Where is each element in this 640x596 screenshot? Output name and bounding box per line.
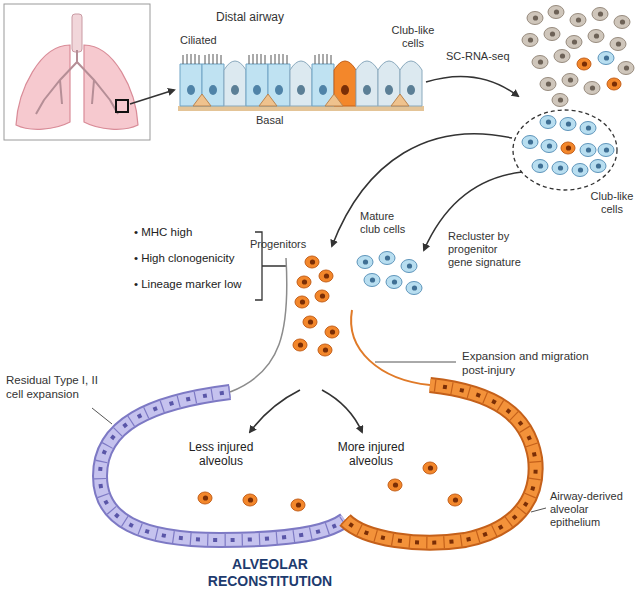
leader-line: [92, 408, 112, 424]
process-note: Recluster by progenitor gene signature: [448, 230, 524, 270]
more-injured-arrow: [322, 390, 362, 432]
zoom-arrow: [130, 90, 174, 104]
right-lung: [84, 45, 138, 129]
cluster-label: Club-like cells: [588, 190, 636, 216]
residual-wall: [100, 392, 345, 540]
progenitor-arrow: [332, 134, 512, 246]
region-label: More injured alveolus: [333, 440, 409, 469]
left-lung: [16, 45, 70, 129]
leader-line: [375, 362, 456, 363]
feature-bullet: • High clonogenicity: [134, 252, 235, 266]
less-injured-arrow: [250, 390, 300, 432]
sequenced-cells: [522, 6, 634, 107]
section-label: Distal airway: [200, 10, 300, 24]
funnel-right: [351, 310, 430, 385]
mature-club-cells: [357, 252, 422, 295]
cell-type-label: Basal: [256, 114, 296, 127]
cluster-label: Progenitors: [250, 238, 312, 251]
callout-label: Expansion and migration post-injury: [462, 350, 602, 378]
region-label: Less injured alveolus: [185, 440, 257, 469]
migrating-cells: [198, 316, 462, 511]
basement-membrane: [178, 106, 424, 111]
method-label: SC-RNA-seq: [446, 50, 510, 63]
inset-frame: [4, 4, 150, 140]
callout-label: Airway-derived alveolar epithelium: [550, 490, 636, 530]
bronchi: [36, 50, 118, 114]
leader-line: [531, 508, 546, 512]
basal-cells: [193, 94, 409, 106]
feature-bullet: • MHC high: [134, 226, 192, 240]
airway-cells: [180, 54, 422, 106]
feature-bullet: • Lineage marker low: [134, 278, 242, 292]
sequencing-arrow: [426, 76, 518, 96]
club-like-cluster: [522, 116, 614, 177]
cell-type-label: Ciliated: [180, 34, 240, 47]
trachea: [72, 14, 82, 52]
cluster-outline: [513, 110, 617, 190]
progenitor-cells: [295, 256, 333, 308]
cell-type-label: Club-like cells: [388, 24, 438, 50]
zoom-square: [116, 100, 128, 112]
callout-label: Residual Type I, II cell expansion: [6, 374, 110, 402]
figure-caption: ALVEOLAR RECONSTITUTION: [195, 556, 345, 590]
cluster-label: Mature club cells: [360, 210, 416, 236]
